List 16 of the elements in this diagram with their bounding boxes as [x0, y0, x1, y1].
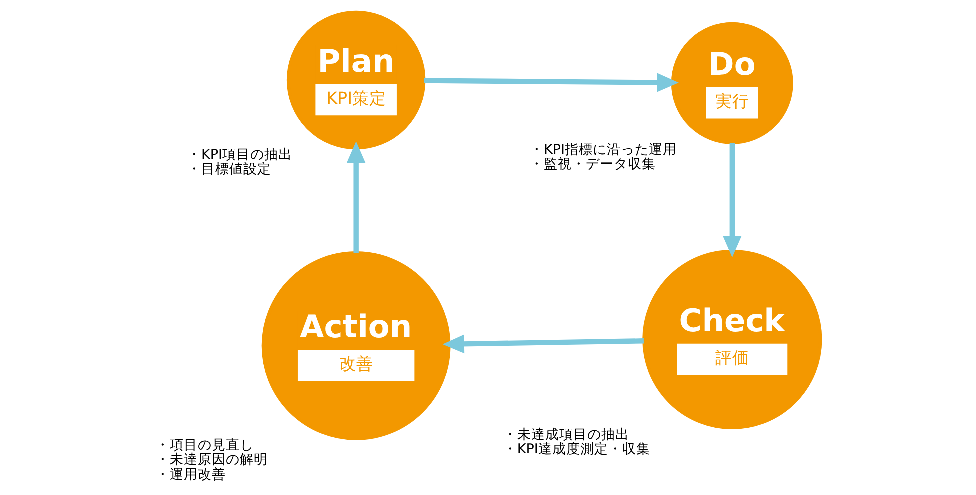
arrow: [346, 142, 366, 254]
node-circle: Check 評価: [642, 250, 822, 430]
node-label: ・KPI指標に沿った運用: [529, 142, 677, 158]
node-label: ・目標値設定: [186, 161, 271, 178]
arrow: [442, 334, 644, 354]
node-label: ・監視・データ収集: [529, 156, 656, 172]
node-circle: Action 改善: [261, 251, 450, 440]
arrow: [722, 143, 742, 258]
node-circle: Do 実行: [670, 22, 793, 144]
node-label: ・項目の見直し: [156, 438, 254, 454]
arrow: [424, 73, 678, 92]
node-label: ・未達成項目の抽出: [502, 426, 629, 443]
node-circle: Plan KPI策定: [286, 10, 426, 150]
node-label: ・運用改善: [156, 466, 226, 483]
node-label: ・未達原因の解明: [156, 452, 268, 468]
node-label: ・KPI達成度測定・収集: [502, 442, 650, 458]
